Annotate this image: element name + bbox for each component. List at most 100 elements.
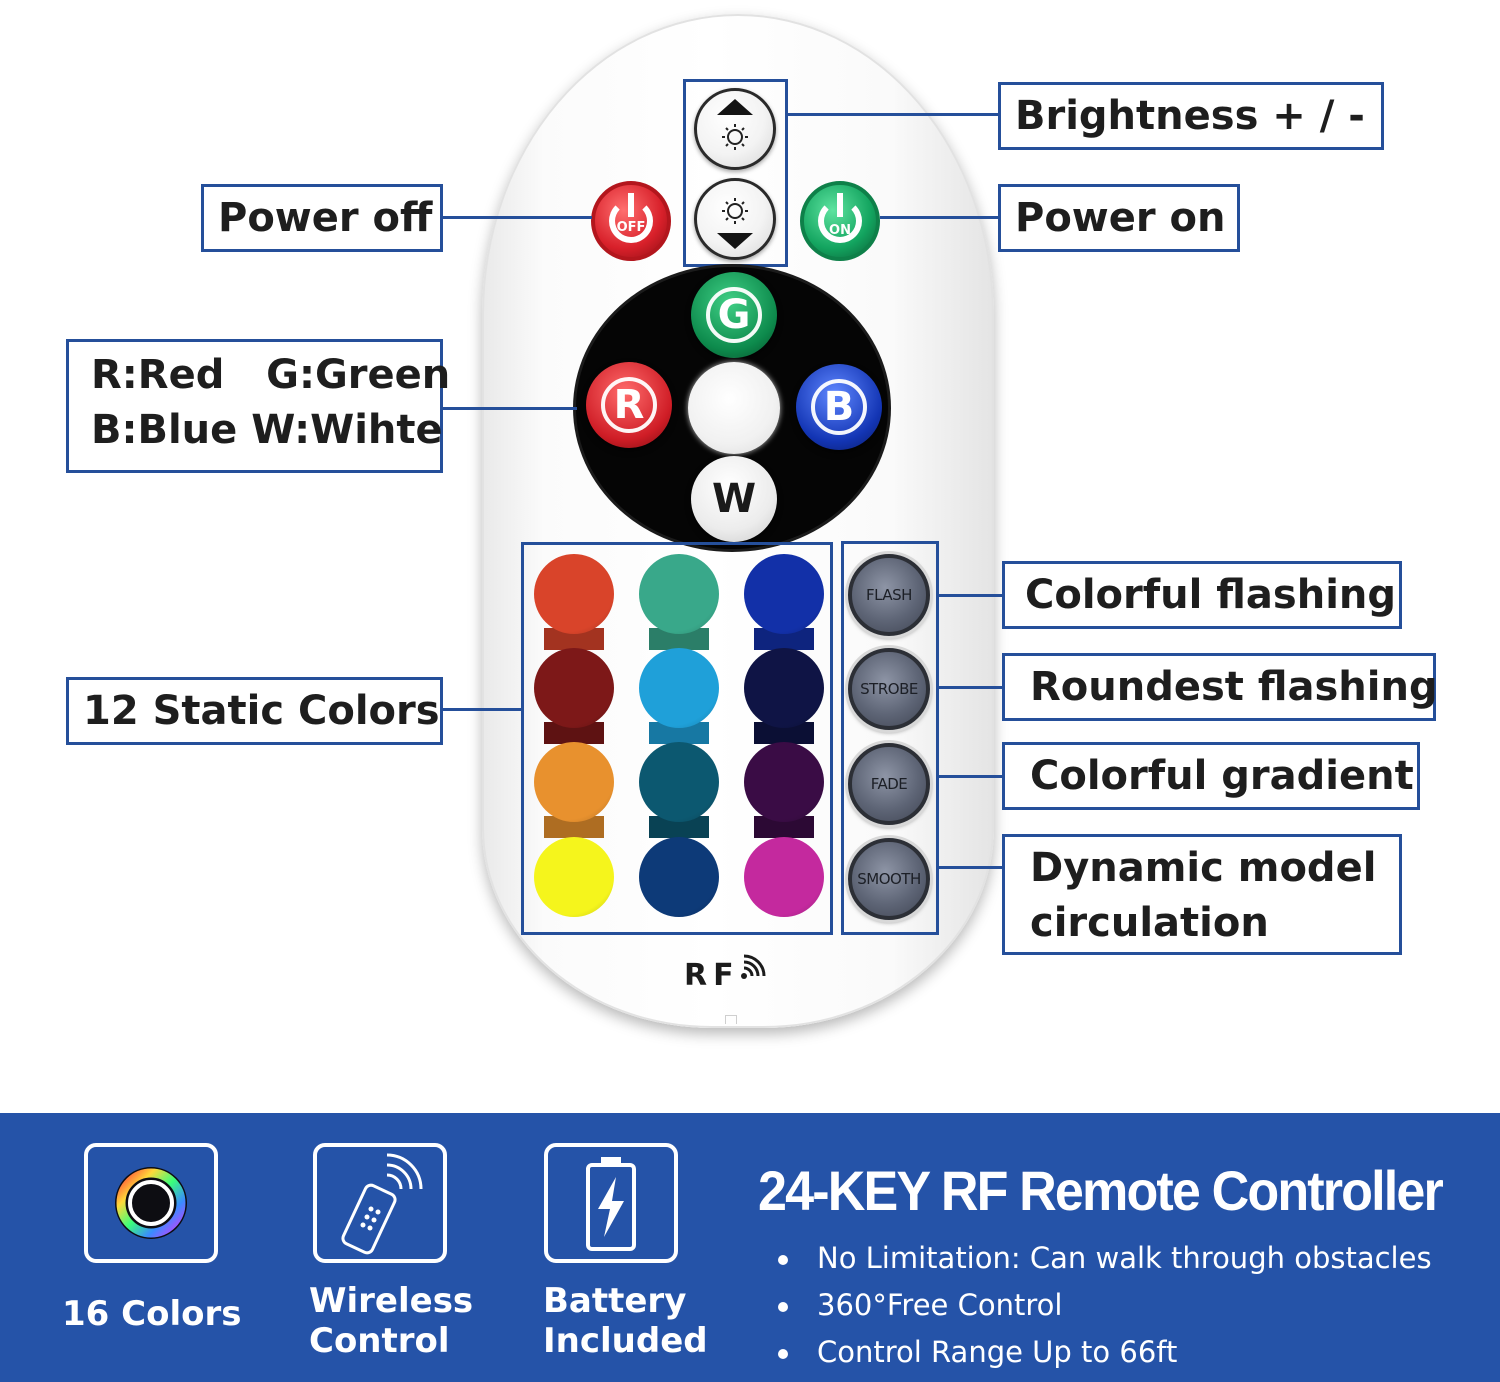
rf-label-text: RF bbox=[684, 958, 740, 993]
power-off-callout-text: Power off bbox=[218, 195, 433, 241]
strobe-button[interactable]: STROBE bbox=[848, 648, 930, 730]
brightness-up-button[interactable] bbox=[694, 88, 776, 170]
static-color-button[interactable] bbox=[534, 554, 614, 634]
strobe-callout: Roundest flashing bbox=[1002, 653, 1438, 721]
connector-line bbox=[937, 594, 1004, 597]
color-key-stem bbox=[754, 628, 814, 650]
bullet-item: 360°Free Control bbox=[775, 1282, 1432, 1329]
color-key-stem bbox=[649, 722, 709, 744]
brightness-down-button[interactable] bbox=[694, 178, 776, 260]
rf-label: RF bbox=[684, 954, 766, 993]
fade-button[interactable]: FADE bbox=[848, 743, 930, 825]
connector-line bbox=[880, 216, 1000, 219]
rgbw-callout-line1: R:Red G:Green bbox=[91, 352, 451, 398]
connector-line bbox=[440, 708, 523, 711]
fade-callout-text: Colorful gradient bbox=[1030, 753, 1414, 799]
color-key-stem bbox=[544, 722, 604, 744]
flash-callout-text: Colorful flashing bbox=[1025, 572, 1397, 618]
color-key-stem bbox=[754, 722, 814, 744]
feature-label-battery-line1: Battery bbox=[543, 1281, 687, 1321]
battery-bolt-icon bbox=[586, 1157, 636, 1251]
brightness-up-icon bbox=[717, 99, 753, 150]
static-color-button[interactable] bbox=[639, 648, 719, 728]
brightness-callout-text: Brightness + / - bbox=[1015, 93, 1365, 139]
power-on-button[interactable]: ON bbox=[800, 181, 880, 261]
brightness-down-icon bbox=[717, 198, 753, 249]
power-on-callout-text: Power on bbox=[1015, 195, 1226, 241]
static-colors-frame bbox=[521, 542, 833, 935]
blue-button-label: B bbox=[811, 379, 867, 435]
feature-box-battery bbox=[544, 1143, 678, 1263]
connector-line bbox=[440, 216, 592, 219]
wifi-signal-icon bbox=[741, 954, 766, 979]
static-color-button[interactable] bbox=[534, 742, 614, 822]
remote-notch bbox=[725, 1015, 737, 1024]
power-on-text: ON bbox=[829, 223, 851, 238]
color-key-stem bbox=[649, 628, 709, 650]
static-color-button[interactable] bbox=[639, 554, 719, 634]
smooth-callout-line2: circulation bbox=[1030, 900, 1269, 946]
brightness-group-frame bbox=[683, 79, 788, 267]
strobe-callout-text: Roundest flashing bbox=[1030, 664, 1438, 710]
color-ring-icon bbox=[115, 1167, 187, 1239]
feature-label-colors-line1: 16 Colors bbox=[62, 1294, 242, 1334]
connector-line bbox=[786, 113, 1000, 116]
smooth-callout-line1: Dynamic model bbox=[1030, 845, 1377, 891]
color-key-stem bbox=[544, 628, 604, 650]
blue-button[interactable]: B bbox=[796, 364, 882, 450]
feature-box-colors bbox=[84, 1143, 218, 1263]
fade-button-label: FADE bbox=[870, 775, 908, 793]
color-key-stem bbox=[754, 816, 814, 838]
flash-button-label: FLASH bbox=[866, 586, 912, 604]
static-color-button[interactable] bbox=[534, 648, 614, 728]
power-off-button[interactable]: OFF bbox=[591, 181, 671, 261]
connector-line bbox=[937, 866, 1004, 869]
feature-label-wireless: Wireless Control bbox=[309, 1281, 473, 1361]
fade-callout: Colorful gradient bbox=[1002, 742, 1420, 810]
flash-button[interactable]: FLASH bbox=[848, 554, 930, 636]
connector-line bbox=[937, 686, 1004, 689]
power-icon bbox=[609, 193, 653, 243]
white-center-button[interactable] bbox=[688, 362, 780, 454]
banner-title: 24-KEY RF Remote Controller bbox=[758, 1159, 1444, 1222]
feature-banner bbox=[0, 1113, 1500, 1382]
connector-line bbox=[440, 407, 577, 410]
static-color-button[interactable] bbox=[744, 648, 824, 728]
green-button-label: G bbox=[706, 287, 762, 343]
white-button-label: W bbox=[711, 476, 757, 522]
static-color-button[interactable] bbox=[744, 742, 824, 822]
static-color-button[interactable] bbox=[639, 837, 719, 917]
power-icon bbox=[818, 193, 862, 243]
white-button[interactable]: W bbox=[691, 456, 777, 542]
remote-wireless-icon bbox=[341, 1153, 423, 1255]
red-button[interactable]: R bbox=[586, 362, 672, 448]
static-color-button[interactable] bbox=[744, 554, 824, 634]
feature-label-battery-line2: Included bbox=[543, 1321, 708, 1361]
feature-label-wireless-line2: Control bbox=[309, 1321, 450, 1361]
feature-label-wireless-line1: Wireless bbox=[309, 1281, 474, 1321]
static-colors-callout-text: 12 Static Colors bbox=[83, 688, 440, 734]
smooth-callout: Dynamic model circulation bbox=[1002, 834, 1402, 955]
feature-label-battery: Battery Included bbox=[543, 1281, 708, 1361]
static-color-button[interactable] bbox=[639, 742, 719, 822]
mode-buttons-frame bbox=[841, 541, 939, 935]
connector-line bbox=[937, 775, 1004, 778]
brightness-callout: Brightness + / - bbox=[998, 82, 1384, 150]
color-key-stem bbox=[649, 816, 709, 838]
smooth-button-label: SMOOTH bbox=[857, 870, 921, 888]
static-color-button[interactable] bbox=[534, 837, 614, 917]
rgbw-callout-line2: B:Blue W:Wihte bbox=[91, 407, 443, 453]
feature-bullet-list: No Limitation: Can walk through obstacle… bbox=[775, 1235, 1432, 1376]
power-off-text: OFF bbox=[616, 220, 646, 235]
color-key-stem bbox=[544, 816, 604, 838]
static-color-button[interactable] bbox=[744, 837, 824, 917]
bullet-item: Control Range Up to 66ft bbox=[775, 1329, 1432, 1376]
rgbw-callout: R:Red G:Green B:Blue W:Wihte bbox=[66, 339, 451, 473]
static-colors-callout: 12 Static Colors bbox=[66, 677, 443, 745]
power-off-callout: Power off bbox=[201, 184, 443, 252]
smooth-button[interactable]: SMOOTH bbox=[848, 838, 930, 920]
power-on-callout: Power on bbox=[998, 184, 1240, 252]
green-button[interactable]: G bbox=[691, 272, 777, 358]
feature-label-colors: 16 Colors bbox=[62, 1294, 241, 1334]
strobe-button-label: STROBE bbox=[860, 680, 918, 698]
